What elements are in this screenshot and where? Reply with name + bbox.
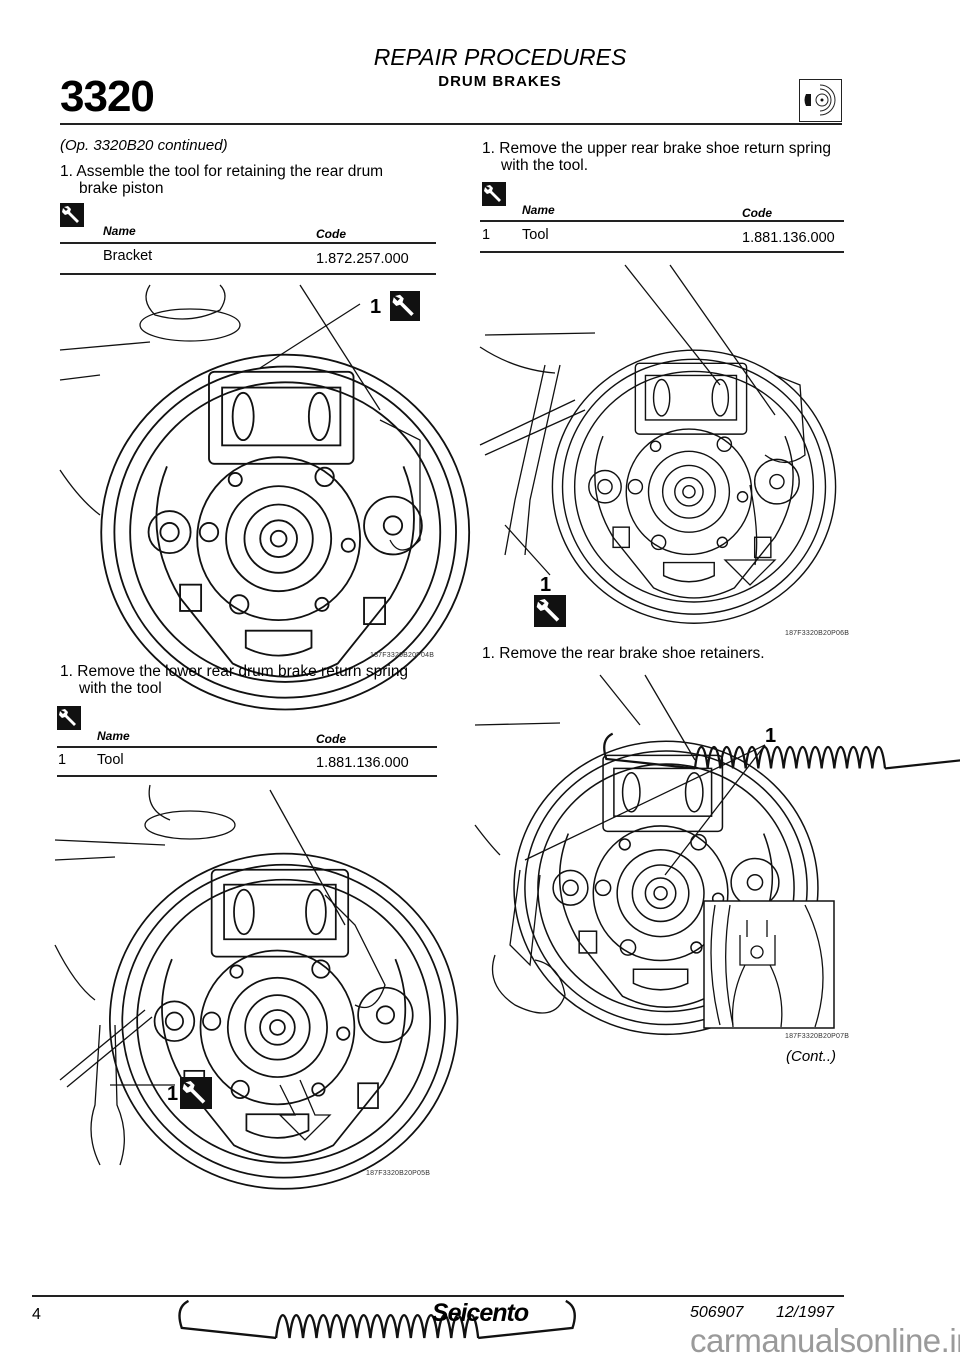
- footer-rule: [32, 1295, 844, 1297]
- figure-caption: 187F3320B20P06B: [785, 630, 850, 637]
- step-number: 1.: [60, 163, 73, 180]
- tool-table-rule: [480, 251, 844, 253]
- tool-ref: 1: [58, 752, 67, 768]
- tool-col-name: Name: [103, 224, 136, 238]
- step-assemble-tool: 1. Assemble the tool for retaining the r…: [60, 163, 440, 197]
- figure-caption: 187F3320B20P05B: [366, 1170, 431, 1177]
- page-title: REPAIR PROCEDURES: [373, 44, 627, 70]
- step-number: 1.: [60, 663, 73, 680]
- drum-brake-icon: [799, 79, 842, 122]
- step-remove-upper-spring: 1. Remove the upper rear brake shoe retu…: [482, 140, 862, 174]
- continued-label: (Cont..): [786, 1048, 837, 1065]
- step-text-line2: with the tool.: [501, 157, 589, 174]
- document-code: 506907: [690, 1304, 744, 1321]
- tool-table-rule: [480, 220, 844, 222]
- step-number: 1.: [482, 645, 495, 662]
- tool-code: 1.872.257.000: [316, 251, 409, 267]
- figure-lower-spring-removal: [54, 784, 440, 1165]
- figure-caption: 187F3320B20P04B: [370, 652, 435, 659]
- tool-name: Tool: [97, 752, 124, 768]
- callout-number: 1: [540, 574, 552, 596]
- figure-shoe-retainer-removal: [474, 665, 875, 1035]
- step-text-line1: Remove the upper rear brake shoe return …: [499, 140, 831, 157]
- step-remove-shoe-retainers: 1. Remove the rear brake shoe retainers.: [482, 645, 862, 662]
- step-text-line2: with the tool: [79, 680, 162, 697]
- tool-code: 1.881.136.000: [316, 755, 409, 771]
- step-text-line2: brake piston: [79, 180, 164, 197]
- wrench-icon: [390, 291, 420, 326]
- wrench-icon: [57, 706, 81, 735]
- wrench-icon: [180, 1077, 212, 1114]
- callout-number: 1: [167, 1083, 179, 1105]
- callout-number: 1: [765, 725, 777, 747]
- tool-code: 1.881.136.000: [742, 230, 835, 246]
- step-text-line1: Remove the rear brake shoe retainers.: [499, 645, 765, 662]
- step-remove-lower-spring: 1. Remove the lower rear drum brake retu…: [60, 663, 440, 697]
- tool-name: Tool: [522, 227, 549, 243]
- tool-table-rule: [57, 775, 437, 777]
- tool-ref: 1: [482, 227, 491, 243]
- step-text-line1: Assemble the tool for retaining the rear…: [76, 163, 384, 180]
- figure-piston-retainer: [59, 280, 440, 645]
- tool-col-name: Name: [522, 203, 555, 217]
- figure-upper-spring-removal: [475, 255, 875, 625]
- tool-col-code: Code: [742, 206, 772, 220]
- section-number: 3320: [60, 72, 155, 121]
- tool-name: Bracket: [103, 248, 153, 264]
- figure-caption: 187F3320B20P07B: [785, 1033, 850, 1040]
- wrench-icon: [534, 595, 566, 632]
- callout-number: 1: [370, 296, 382, 318]
- step-text-line1: Remove the lower rear drum brake return …: [77, 663, 409, 680]
- wrench-icon: [60, 203, 84, 232]
- brand-logo: Seicento: [431, 1299, 529, 1327]
- document-date: 12/1997: [776, 1304, 834, 1321]
- header-rule: [60, 123, 842, 125]
- wrench-icon: [482, 182, 506, 211]
- watermark: carmanualsonline.info: [690, 1322, 960, 1359]
- page-number: 4: [32, 1306, 41, 1323]
- step-number: 1.: [482, 140, 495, 157]
- tool-table-rule: [60, 242, 436, 244]
- tool-table-rule: [60, 273, 436, 275]
- tool-col-code: Code: [316, 227, 346, 241]
- tool-col-code: Code: [316, 732, 346, 746]
- tool-table-rule: [57, 746, 437, 748]
- tool-col-name: Name: [97, 729, 130, 743]
- continuation-note: (Op. 3320B20 continued): [60, 137, 228, 154]
- page-subtitle: DRUM BRAKES: [438, 73, 562, 90]
